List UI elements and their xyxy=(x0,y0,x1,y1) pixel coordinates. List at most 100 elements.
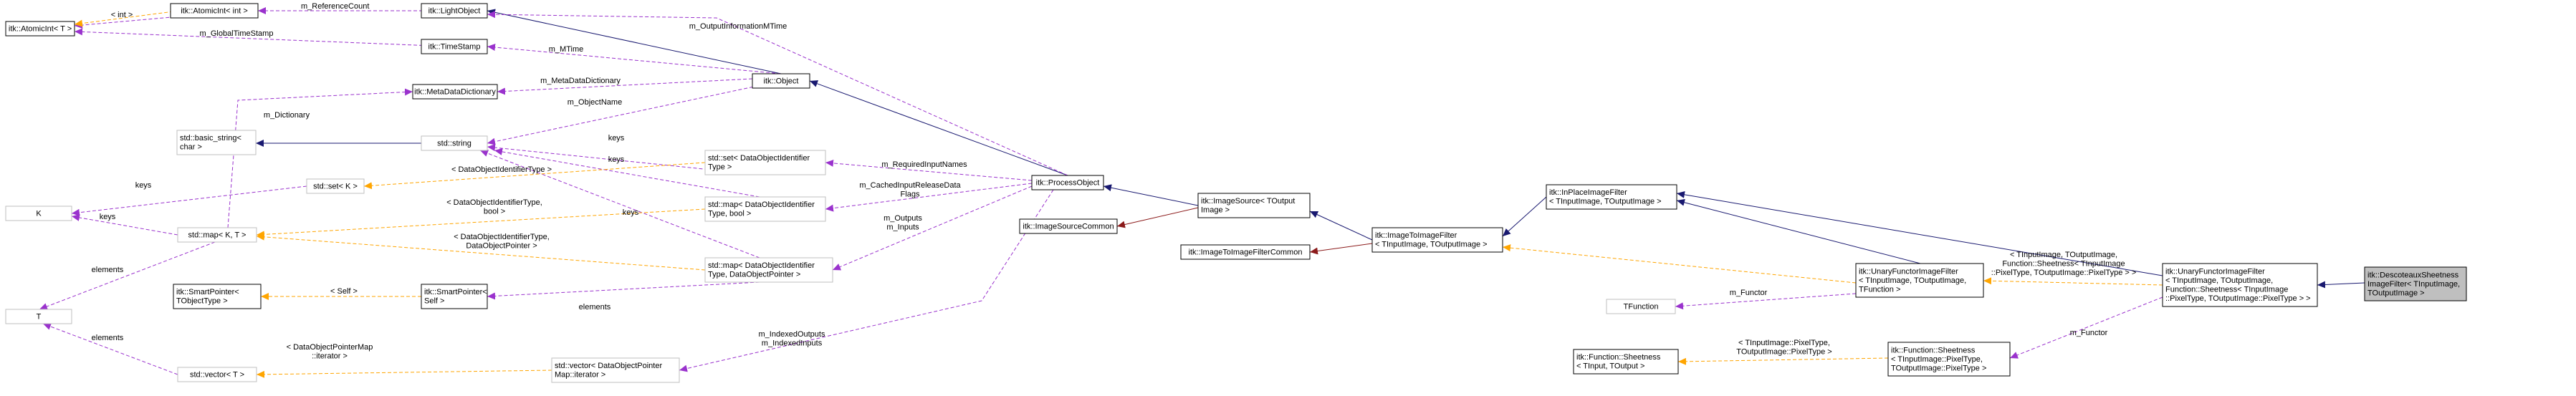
node-label-line: TOutputImage::PixelType > xyxy=(1891,364,1986,372)
node-label-line: char > xyxy=(180,143,202,152)
node-label-line: < TInputImage::PixelType, xyxy=(1891,355,1983,364)
node-function-sheetness[interactable]: itk::Function::Sheetness< TInput, TOutpu… xyxy=(1573,349,1679,375)
edge-label-dictionary: m_Dictionary xyxy=(264,111,310,120)
node-tfunction[interactable]: TFunction xyxy=(1606,299,1676,314)
usage-edge xyxy=(487,80,782,145)
node-function-sheetness-pt[interactable]: itk::Function::Sheetness< TInputImage::P… xyxy=(1887,342,2011,377)
template-edge xyxy=(256,370,552,378)
template-edge xyxy=(256,208,706,238)
node-lightobject[interactable]: itk::LightObject xyxy=(421,3,488,19)
node-map-kt[interactable]: std::map< K, T > xyxy=(177,227,257,243)
node-label-line: T xyxy=(37,312,42,321)
inherit-edge xyxy=(1103,184,1199,206)
node-timestamp[interactable]: itk::TimeStamp xyxy=(421,39,488,54)
node-object[interactable]: itk::Object xyxy=(752,73,810,89)
private-edge xyxy=(1116,207,1199,228)
template-edge xyxy=(256,233,706,271)
node-smartpointer-tobject[interactable]: itk::SmartPointer<TObjectType > xyxy=(173,284,262,309)
node-box xyxy=(1197,193,1311,218)
node-map-doi-bool[interactable]: std::map< DataObjectIdentifierType, bool… xyxy=(704,196,826,222)
node-box xyxy=(1546,184,1677,210)
usage-edge xyxy=(2009,296,2163,359)
node-label-line: TOutputImage > xyxy=(2367,289,2425,297)
node-label-line: std::map< DataObjectIdentifier xyxy=(708,261,815,270)
node-std-string[interactable]: std::string xyxy=(421,135,488,151)
edge-label-doi-dop: DataObjectPointer > xyxy=(466,242,537,251)
usage-edge xyxy=(825,159,1033,181)
node-smartpointer-self[interactable]: itk::SmartPointer<Self > xyxy=(421,284,488,309)
template-edge xyxy=(1502,244,1857,284)
edge-label-outputs-inputs: m_Inputs xyxy=(886,223,919,232)
usage-edge xyxy=(487,44,782,74)
node-imagesourcecommon[interactable]: itk::ImageSourceCommon xyxy=(1019,218,1118,234)
node-box xyxy=(704,196,826,222)
template-edge xyxy=(74,10,180,27)
node-box xyxy=(421,3,488,19)
node-label-line: itk::Function::Sheetness xyxy=(1891,346,1976,354)
node-k[interactable]: K xyxy=(5,206,72,221)
node-unaryfunctor-sheetness[interactable]: itk::UnaryFunctorImageFilter< TInputImag… xyxy=(2162,263,2318,307)
edge-label-reference-count: m_ReferenceCount xyxy=(301,2,369,11)
node-label-line: itk::SmartPointer< xyxy=(424,288,487,296)
node-imagesource[interactable]: itk::ImageSource< TOutputImage > xyxy=(1197,193,1311,218)
node-vector-t[interactable]: std::vector< T > xyxy=(177,367,257,382)
node-unaryfunctorimagefilter[interactable]: itk::UnaryFunctorImageFilter< TInputImag… xyxy=(1855,263,1984,298)
node-metadatadictionary[interactable]: itk::MetaDataDictionary xyxy=(412,84,498,100)
node-box xyxy=(2364,266,2467,301)
node-map-doi-dop[interactable]: std::map< DataObjectIdentifierType, Data… xyxy=(704,257,833,283)
node-label-line: Map::iterator > xyxy=(555,371,605,380)
node-atomicint-int[interactable]: itk::AtomicInt< int > xyxy=(170,3,259,19)
node-imagetoimagefiltercommon[interactable]: itk::ImageToImageFilterCommon xyxy=(1180,244,1311,260)
private-edge xyxy=(1309,243,1373,255)
node-processobject[interactable]: itk::ProcessObject xyxy=(1031,175,1104,190)
node-box xyxy=(1887,342,2011,377)
edge-label-indexed: m_IndexedOutputs xyxy=(759,330,825,339)
edge-label-required-input-names: m_RequiredInputNames xyxy=(881,160,967,169)
node-label-line: std::map< K, T > xyxy=(188,231,246,239)
usage-edge xyxy=(1675,293,1857,310)
node-label-line: itk::ImageToImageFilter xyxy=(1375,231,1457,240)
node-label-line: itk::DescoteauxSheetness xyxy=(2367,271,2459,279)
node-box xyxy=(1180,244,1311,260)
node-atomicint-t[interactable]: itk::AtomicInt< T > xyxy=(5,21,75,37)
node-set-doi[interactable]: std::set< DataObjectIdentifierType > xyxy=(704,150,826,175)
node-t[interactable]: T xyxy=(5,309,72,324)
node-label-line: itk::SmartPointer< xyxy=(176,288,239,296)
edge-label-dop-map-iterator: < DataObjectPointerMap xyxy=(287,343,373,352)
usage-edge xyxy=(497,77,782,95)
edge-label-doi-bool: bool > xyxy=(484,208,505,216)
edge-label-keys-k-set: keys xyxy=(135,181,152,190)
node-inplaceimagefilter[interactable]: itk::InPlaceImageFilter< TInputImage, TO… xyxy=(1546,184,1677,210)
node-box xyxy=(1371,227,1503,253)
node-box xyxy=(752,73,810,89)
node-label-line: Image > xyxy=(1201,206,1230,215)
edge-label-object-name: m_ObjectName xyxy=(568,98,622,107)
node-box xyxy=(421,135,488,151)
node-label-line: Type, bool > xyxy=(708,210,751,218)
node-label-line: Type > xyxy=(708,163,732,172)
usage-edge xyxy=(227,88,413,228)
edge-label-keys-string-map-bool: keys xyxy=(608,155,625,164)
node-label-line: std::set< K > xyxy=(313,182,358,190)
node-box xyxy=(421,39,488,54)
inherit-edge xyxy=(2317,281,2365,289)
node-set-k[interactable]: std::set< K > xyxy=(306,178,365,194)
template-edge xyxy=(1983,277,2163,286)
usage-edge xyxy=(832,185,1033,271)
node-vector-dop[interactable]: std::vector< DataObjectPointerMap::itera… xyxy=(551,357,680,383)
edge-label-meta-dictionary: m_MetaDataDictionary xyxy=(540,77,621,85)
node-label-line: TFunction > xyxy=(1859,285,1900,294)
node-label-line: std::map< DataObjectIdentifier xyxy=(708,201,815,209)
node-imagetoimagefilter[interactable]: itk::ImageToImageFilter< TInputImage, TO… xyxy=(1371,227,1503,253)
template-edge xyxy=(1677,357,1889,365)
node-box xyxy=(177,227,257,243)
edge-label-dop-map-iterator: ::iterator > xyxy=(312,352,348,361)
node-label-line: < TInputImage, TOutputImage > xyxy=(1549,198,1662,206)
usage-edge xyxy=(487,11,1068,176)
node-box xyxy=(5,206,72,221)
inherit-edge xyxy=(487,9,782,74)
node-label-line: Type, DataObjectPointer > xyxy=(708,271,800,279)
node-basic-string[interactable]: std::basic_string<char > xyxy=(176,130,257,155)
